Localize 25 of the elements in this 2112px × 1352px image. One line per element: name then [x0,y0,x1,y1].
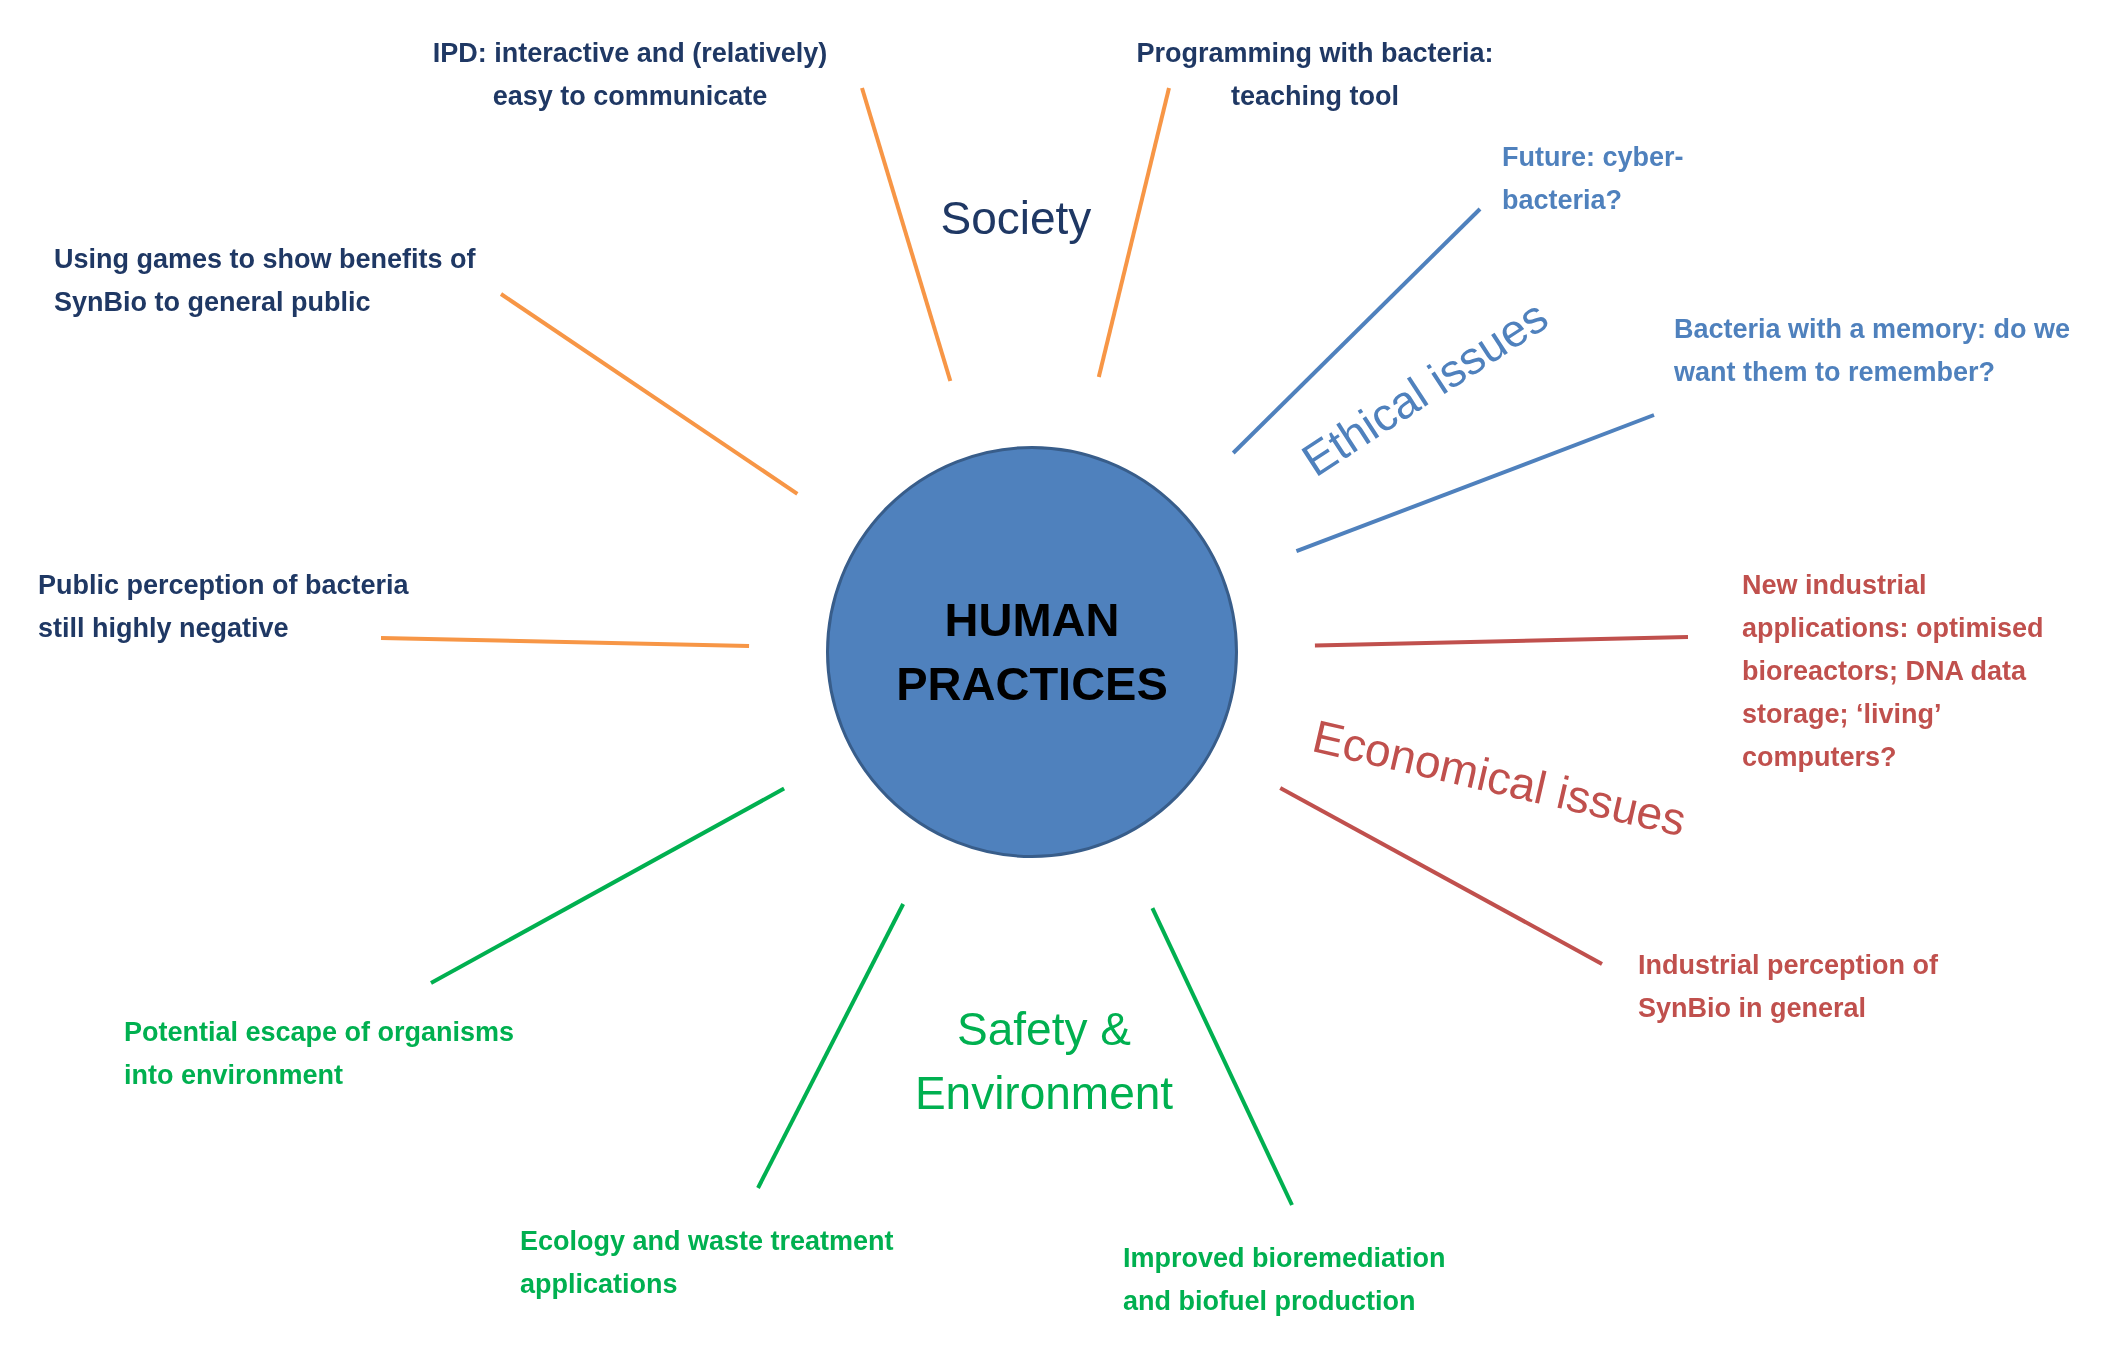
connector-line [1150,907,1294,1206]
topic-text: Industrial perception of SynBio in general [1638,949,1940,1025]
hub-title: HUMAN PRACTICES [895,592,1169,712]
connector-line [1096,87,1171,378]
topic-text: Bacteria with a memory: do we want them to remember? [1674,313,2072,389]
topic-text: IPD: interactive and (relatively) easy to communicate [431,37,829,113]
topic-text: Using games to show benefits of SynBio to general public [54,243,477,319]
topic-text: Public perception of bacteria still highly negative [38,569,410,645]
connector-line [1295,413,1655,554]
connector-line [430,786,786,985]
connector-line [1314,635,1689,648]
connector-line [1231,207,1482,455]
topic-text: Improved bioremediation and biofuel production [1123,1242,1447,1318]
topic-text: Programming with bacteria: teaching tool [1135,37,1495,113]
connector-line [380,636,750,648]
connector-line [860,87,953,382]
connector-line [499,292,799,496]
topic-text: Potential escape of organisms into environment [124,1016,516,1092]
connector-line [1279,786,1603,966]
topic-text: New industrial applications: optimised bioreactors; DNA data storage; ‘living’ computers? [1742,569,2045,774]
connector-line [756,903,905,1189]
topic-text: Future: cyber-bacteria? [1502,141,1685,217]
topic-text: Ecology and waste treatment applications [520,1225,895,1301]
category-label: Safety & Environment [913,1002,1175,1121]
category-label: Society [940,191,1092,245]
